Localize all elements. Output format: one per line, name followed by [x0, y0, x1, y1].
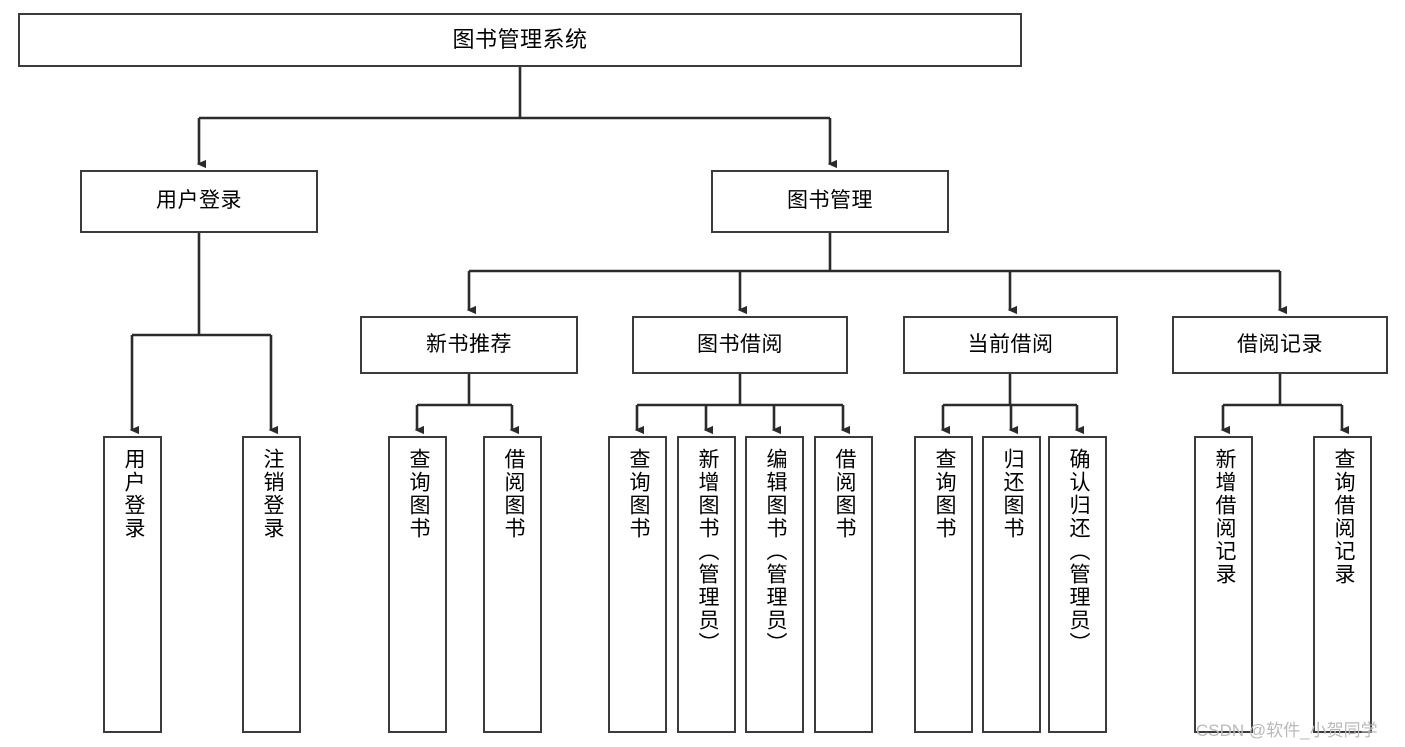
leaf-return-books[interactable]: 归还图书 — [982, 436, 1041, 733]
node-label: 借阅图书 — [501, 448, 525, 540]
node-borrow-record[interactable]: 借阅记录 — [1172, 316, 1388, 374]
node-current-borrow[interactable]: 当前借阅 — [903, 316, 1118, 374]
leaf-query-borrow-record[interactable]: 查询借阅记录 — [1313, 436, 1372, 733]
node-label: 查询借阅记录 — [1331, 448, 1355, 586]
node-label: 当前借阅 — [967, 332, 1054, 356]
leaf-query-books-recommend[interactable]: 查询图书 — [388, 436, 447, 733]
node-label: 注销登录 — [260, 448, 284, 540]
node-root-system[interactable]: 图书管理系统 — [18, 13, 1022, 67]
node-label: 借阅记录 — [1237, 332, 1323, 356]
leaf-borrow-books[interactable]: 借阅图书 — [814, 436, 873, 733]
node-label: 查询图书 — [932, 448, 956, 540]
node-label: 用户登录 — [121, 448, 145, 540]
node-label: 新增图书（管理员） — [695, 448, 719, 655]
node-label: 图书管理 — [787, 189, 873, 213]
node-book-borrow[interactable]: 图书借阅 — [632, 316, 848, 374]
node-label: 用户登录 — [156, 189, 242, 213]
node-label: 查询图书 — [626, 448, 650, 540]
node-new-book-recommend[interactable]: 新书推荐 — [360, 316, 578, 374]
node-label: 确认归还（管理员） — [1066, 448, 1090, 655]
leaf-add-borrow-record[interactable]: 新增借阅记录 — [1194, 436, 1253, 733]
leaf-confirm-return-admin[interactable]: 确认归还（管理员） — [1048, 436, 1107, 733]
node-label: 新书推荐 — [426, 332, 512, 356]
node-label: 查询图书 — [406, 448, 430, 540]
node-label: 归还图书 — [1000, 448, 1024, 540]
leaf-user-login[interactable]: 用户登录 — [103, 436, 162, 733]
leaf-query-books-borrow[interactable]: 查询图书 — [608, 436, 667, 733]
leaf-borrow-books-recommend[interactable]: 借阅图书 — [483, 436, 542, 733]
node-user-login[interactable]: 用户登录 — [80, 170, 318, 233]
csdn-watermark: CSDN @软件_小贺同学 — [1196, 721, 1378, 740]
node-label: 借阅图书 — [832, 448, 856, 540]
leaf-query-books-current[interactable]: 查询图书 — [914, 436, 973, 733]
node-label: 编辑图书（管理员） — [763, 448, 787, 655]
node-label: 新增借阅记录 — [1212, 448, 1236, 586]
node-label: 图书借阅 — [697, 332, 783, 356]
leaf-add-book-admin[interactable]: 新增图书（管理员） — [677, 436, 736, 733]
leaf-edit-book-admin[interactable]: 编辑图书（管理员） — [745, 436, 804, 733]
node-book-management[interactable]: 图书管理 — [711, 170, 949, 233]
leaf-logout-login[interactable]: 注销登录 — [242, 436, 301, 733]
node-label: 图书管理系统 — [452, 27, 588, 53]
